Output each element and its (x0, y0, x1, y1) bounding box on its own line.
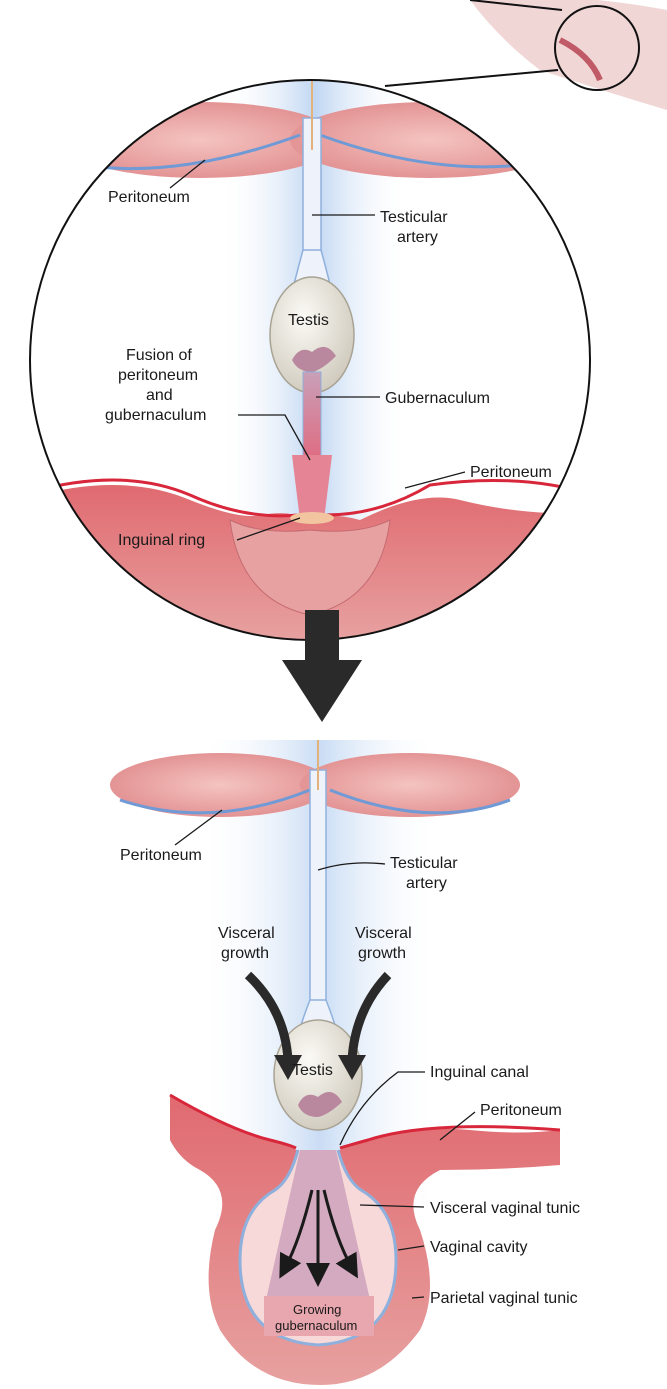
gubernaculum-top (303, 372, 321, 462)
label-fusion-1: Fusion of (126, 347, 192, 364)
label-fusion-2: peritoneum (118, 367, 198, 384)
label-growing-gubernaculum-1: Growing (293, 1302, 341, 1317)
label-visceral-vaginal-tunic: Visceral vaginal tunic (430, 1200, 580, 1217)
label-fusion-3: and (146, 387, 173, 404)
label-fusion-4: gubernaculum (105, 407, 206, 424)
label-testicular-artery-bottom-2: artery (406, 875, 447, 892)
label-visceral-growth-right-1: Visceral (355, 925, 412, 942)
label-testis-top: Testis (288, 312, 329, 329)
label-growing-gubernaculum-2: gubernaculum (275, 1318, 357, 1333)
label-testicular-artery-bottom-1: Testicular (390, 855, 458, 872)
label-visceral-growth-right-2: growth (358, 945, 406, 962)
label-visceral-growth-left-2: growth (221, 945, 269, 962)
label-peritoneum-upper-bottom: Peritoneum (120, 847, 202, 864)
label-peritoneum-lower-bottom: Peritoneum (480, 1102, 562, 1119)
label-testicular-artery-top-2: artery (397, 229, 438, 246)
label-peritoneum-lower-top: Peritoneum (470, 464, 552, 481)
bottom-panel (110, 740, 560, 1385)
label-inguinal-canal: Inguinal canal (430, 1064, 529, 1081)
zoom-indicator (385, 0, 667, 110)
label-parietal-vaginal-tunic: Parietal vaginal tunic (430, 1290, 578, 1307)
top-panel-circle (20, 40, 620, 640)
label-testis-bottom: Testis (292, 1062, 333, 1079)
label-vaginal-cavity: Vaginal cavity (430, 1239, 528, 1256)
label-visceral-growth-left-1: Visceral (218, 925, 275, 942)
label-gubernaculum-top: Gubernaculum (385, 390, 490, 407)
label-testicular-artery-top-1: Testicular (380, 209, 448, 226)
label-peritoneum-upper-top: Peritoneum (108, 189, 190, 206)
label-inguinal-ring: Inguinal ring (118, 532, 205, 549)
